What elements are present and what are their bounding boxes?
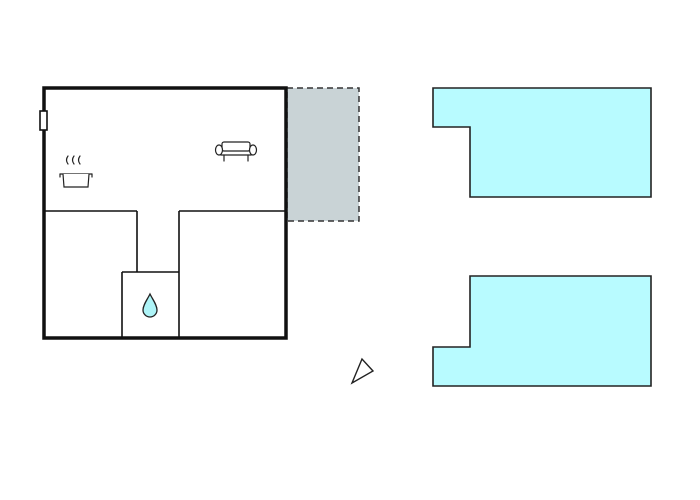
- pool-lower: [432, 275, 652, 387]
- window-icon: [39, 110, 48, 131]
- water-drop-icon: [142, 292, 158, 318]
- interior-walls: [44, 210, 286, 338]
- pool-upper: [432, 87, 652, 198]
- sofa-icon: [214, 141, 258, 162]
- north-arrow-icon: [350, 357, 375, 385]
- house-outer-wall: [42, 86, 288, 340]
- terrace-area: [286, 87, 360, 222]
- cooking-pot-icon: [59, 155, 93, 188]
